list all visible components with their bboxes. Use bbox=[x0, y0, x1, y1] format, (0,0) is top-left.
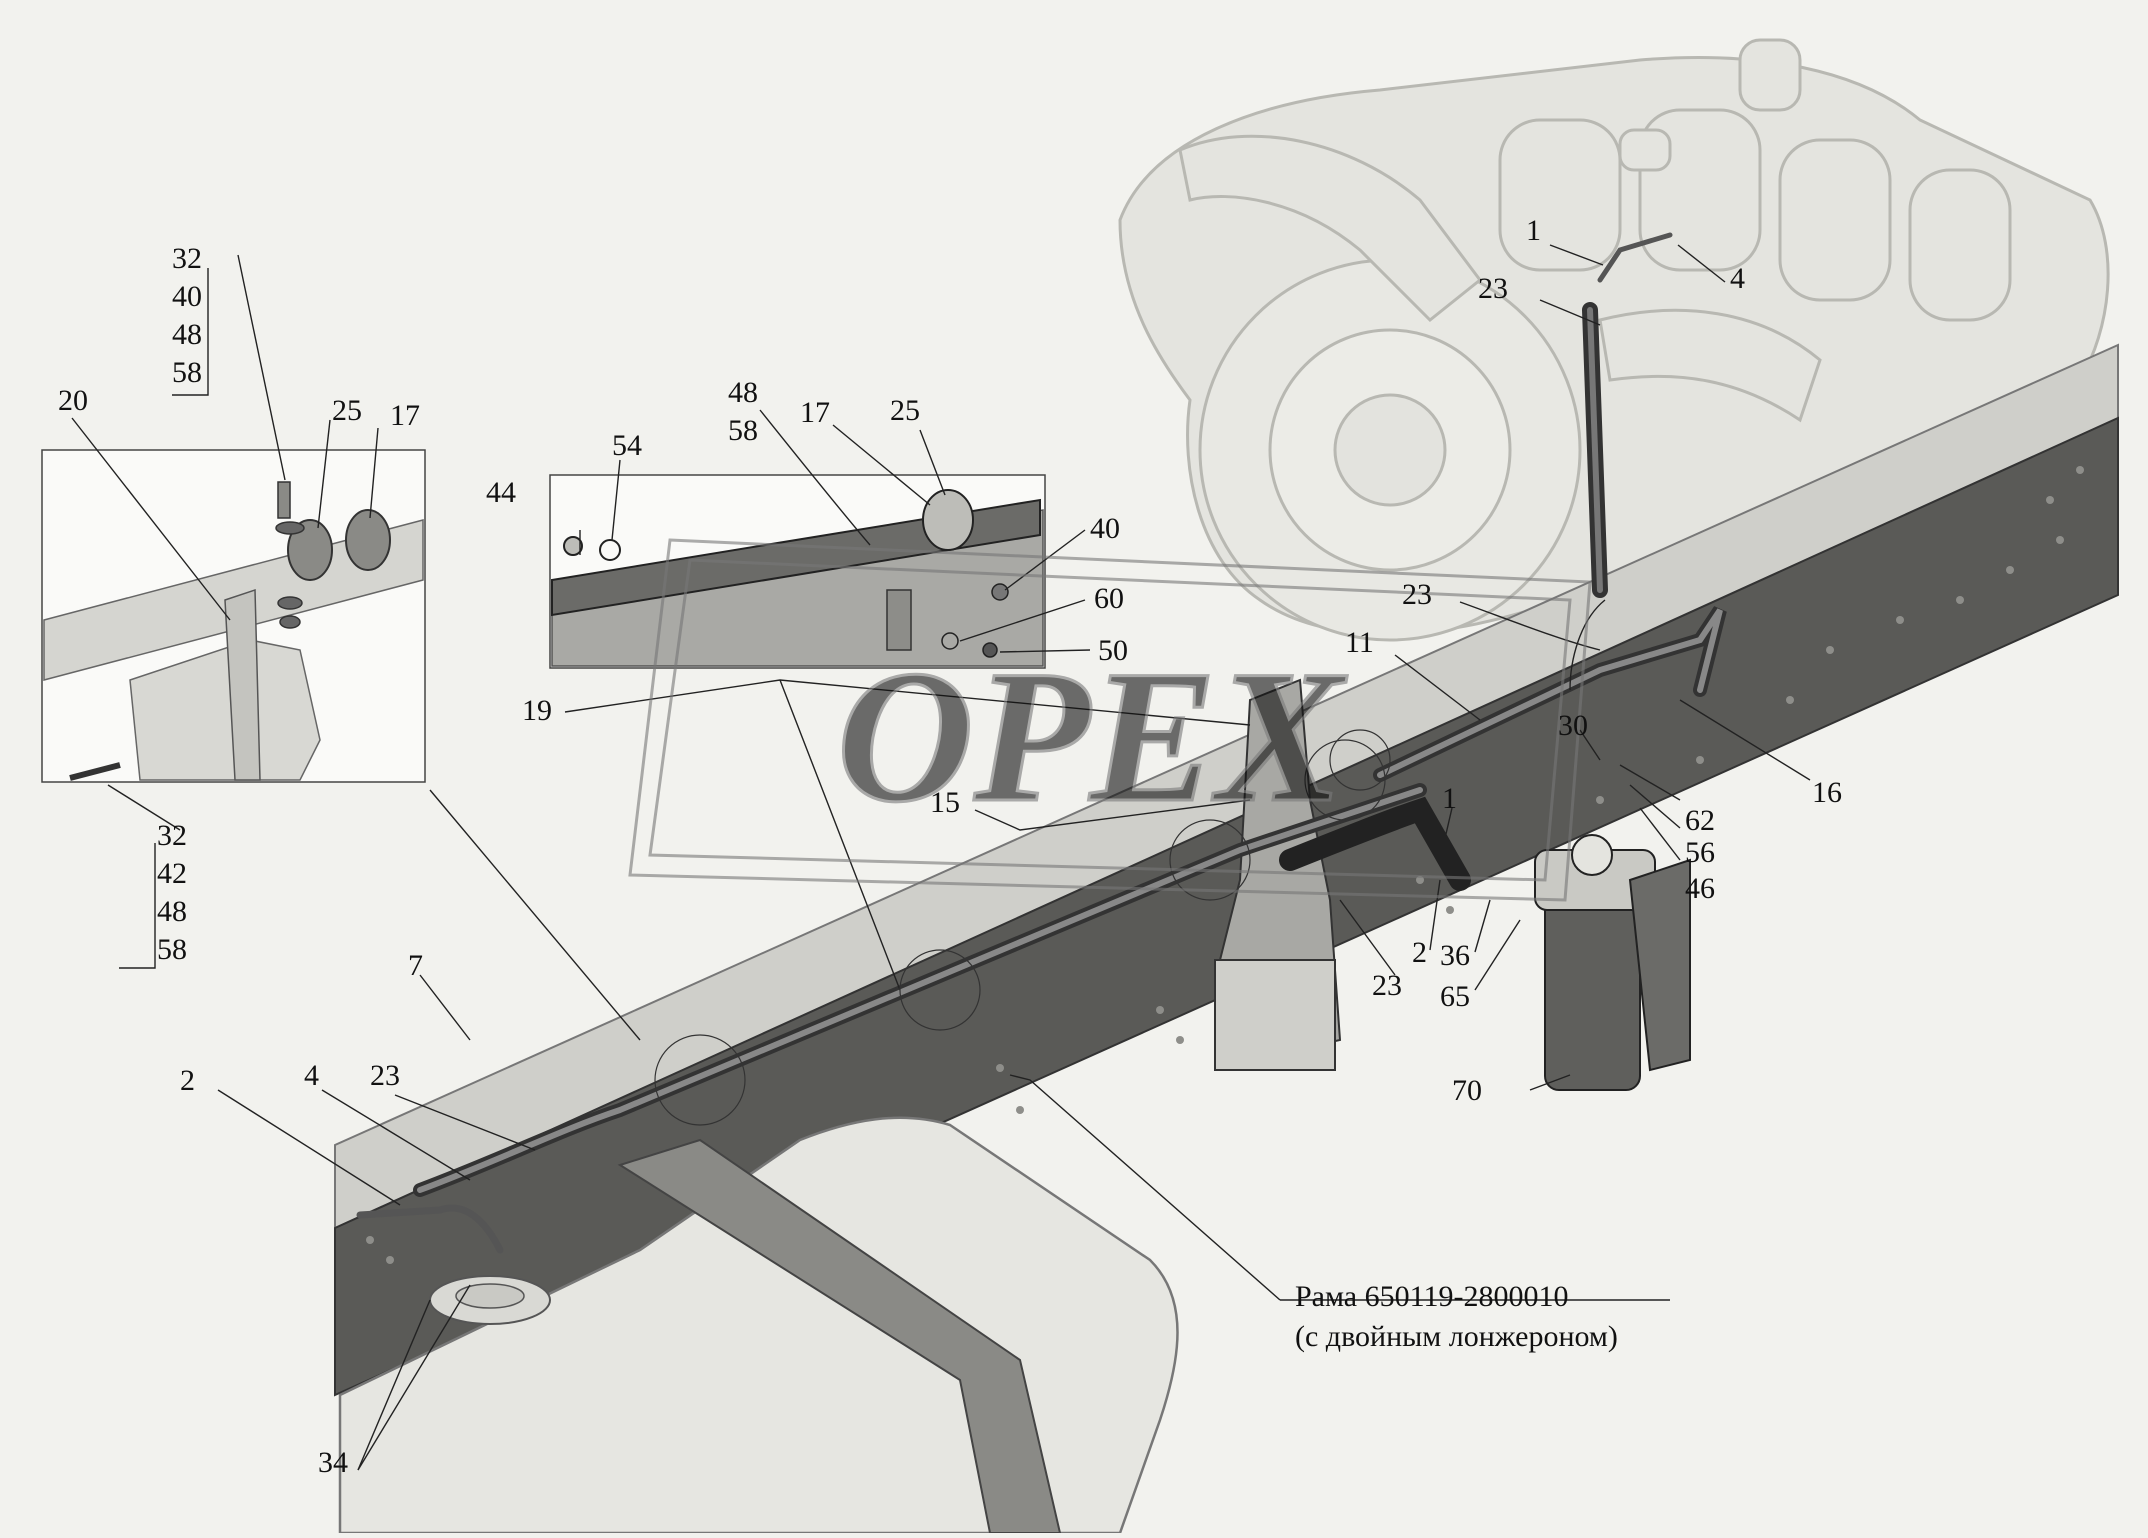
detail-view-bracket bbox=[41, 449, 426, 783]
callout-25: 25 bbox=[332, 394, 362, 427]
frame-rail bbox=[334, 343, 2119, 1397]
caption-line-1: Рама 650119-2800010 bbox=[1295, 1280, 1568, 1313]
callout-1: 1 bbox=[1526, 214, 1541, 247]
callout-54: 54 bbox=[612, 429, 642, 462]
callout-20: 20 bbox=[58, 384, 88, 417]
callout-7: 7 bbox=[408, 949, 423, 982]
callout-30: 30 bbox=[1558, 709, 1588, 742]
callout-34: 34 bbox=[318, 1446, 348, 1479]
stack-item: 58 bbox=[157, 933, 187, 966]
callout-25: 25 bbox=[890, 394, 920, 427]
callout-16: 16 bbox=[1812, 776, 1842, 809]
stack-item: 48 bbox=[172, 318, 202, 351]
stack-item: 32 bbox=[172, 242, 202, 275]
stack-item: 58 bbox=[172, 356, 202, 389]
stack-item: 32 bbox=[157, 819, 187, 852]
callout-23: 23 bbox=[1402, 578, 1432, 611]
fuel-tank bbox=[338, 1116, 1179, 1535]
callout-23: 23 bbox=[1372, 969, 1402, 1002]
callout-50: 50 bbox=[1098, 634, 1128, 667]
callout-1: 1 bbox=[1442, 782, 1457, 815]
callout-48: 48 bbox=[728, 376, 758, 409]
callout-11: 11 bbox=[1345, 626, 1374, 659]
callout-60: 60 bbox=[1094, 582, 1124, 615]
watermark: OPEX bbox=[628, 538, 1592, 902]
watermark-text: OPEX bbox=[837, 632, 1348, 842]
part-stack-bottom: 32 42 48 58 bbox=[119, 819, 187, 969]
callout-70: 70 bbox=[1452, 1074, 1482, 1107]
callout-4: 4 bbox=[304, 1059, 319, 1092]
fuel-filter bbox=[1534, 834, 1691, 1091]
callout-17: 17 bbox=[390, 399, 420, 432]
engine-block bbox=[1118, 38, 2110, 642]
callout-36: 36 bbox=[1440, 939, 1470, 972]
callout-2: 2 bbox=[1412, 936, 1427, 969]
part-stack-top: 32 40 48 58 bbox=[172, 242, 209, 396]
callout-23: 23 bbox=[1478, 272, 1508, 305]
mount-bracket bbox=[1214, 678, 1342, 1071]
frame-caption: Рама 650119-2800010 (с двойным лонжероно… bbox=[1295, 1280, 1618, 1353]
callout-56: 56 bbox=[1685, 836, 1715, 869]
callout-46: 46 bbox=[1685, 872, 1715, 905]
stack-item: 42 bbox=[157, 857, 187, 890]
callout-65: 65 bbox=[1440, 980, 1470, 1013]
callout-23: 23 bbox=[370, 1059, 400, 1092]
leader-lines bbox=[71, 244, 1811, 1471]
callout-15: 15 bbox=[930, 786, 960, 819]
callout-40: 40 bbox=[1090, 512, 1120, 545]
callout-labels: 1 4 23 23 11 30 16 62 56 46 1 2 36 65 23… bbox=[58, 214, 1842, 1479]
stack-item: 48 bbox=[157, 895, 187, 928]
callout-44: 44 bbox=[486, 476, 516, 509]
callout-19: 19 bbox=[522, 694, 552, 727]
caption-line-2: (с двойным лонжероном) bbox=[1295, 1320, 1618, 1353]
fuel-lines bbox=[356, 232, 1727, 1254]
callout-58: 58 bbox=[728, 414, 758, 447]
callout-2: 2 bbox=[180, 1064, 195, 1097]
callout-17: 17 bbox=[800, 396, 830, 429]
callout-4: 4 bbox=[1730, 262, 1745, 295]
callout-62: 62 bbox=[1685, 804, 1715, 837]
stack-item: 40 bbox=[172, 280, 202, 313]
